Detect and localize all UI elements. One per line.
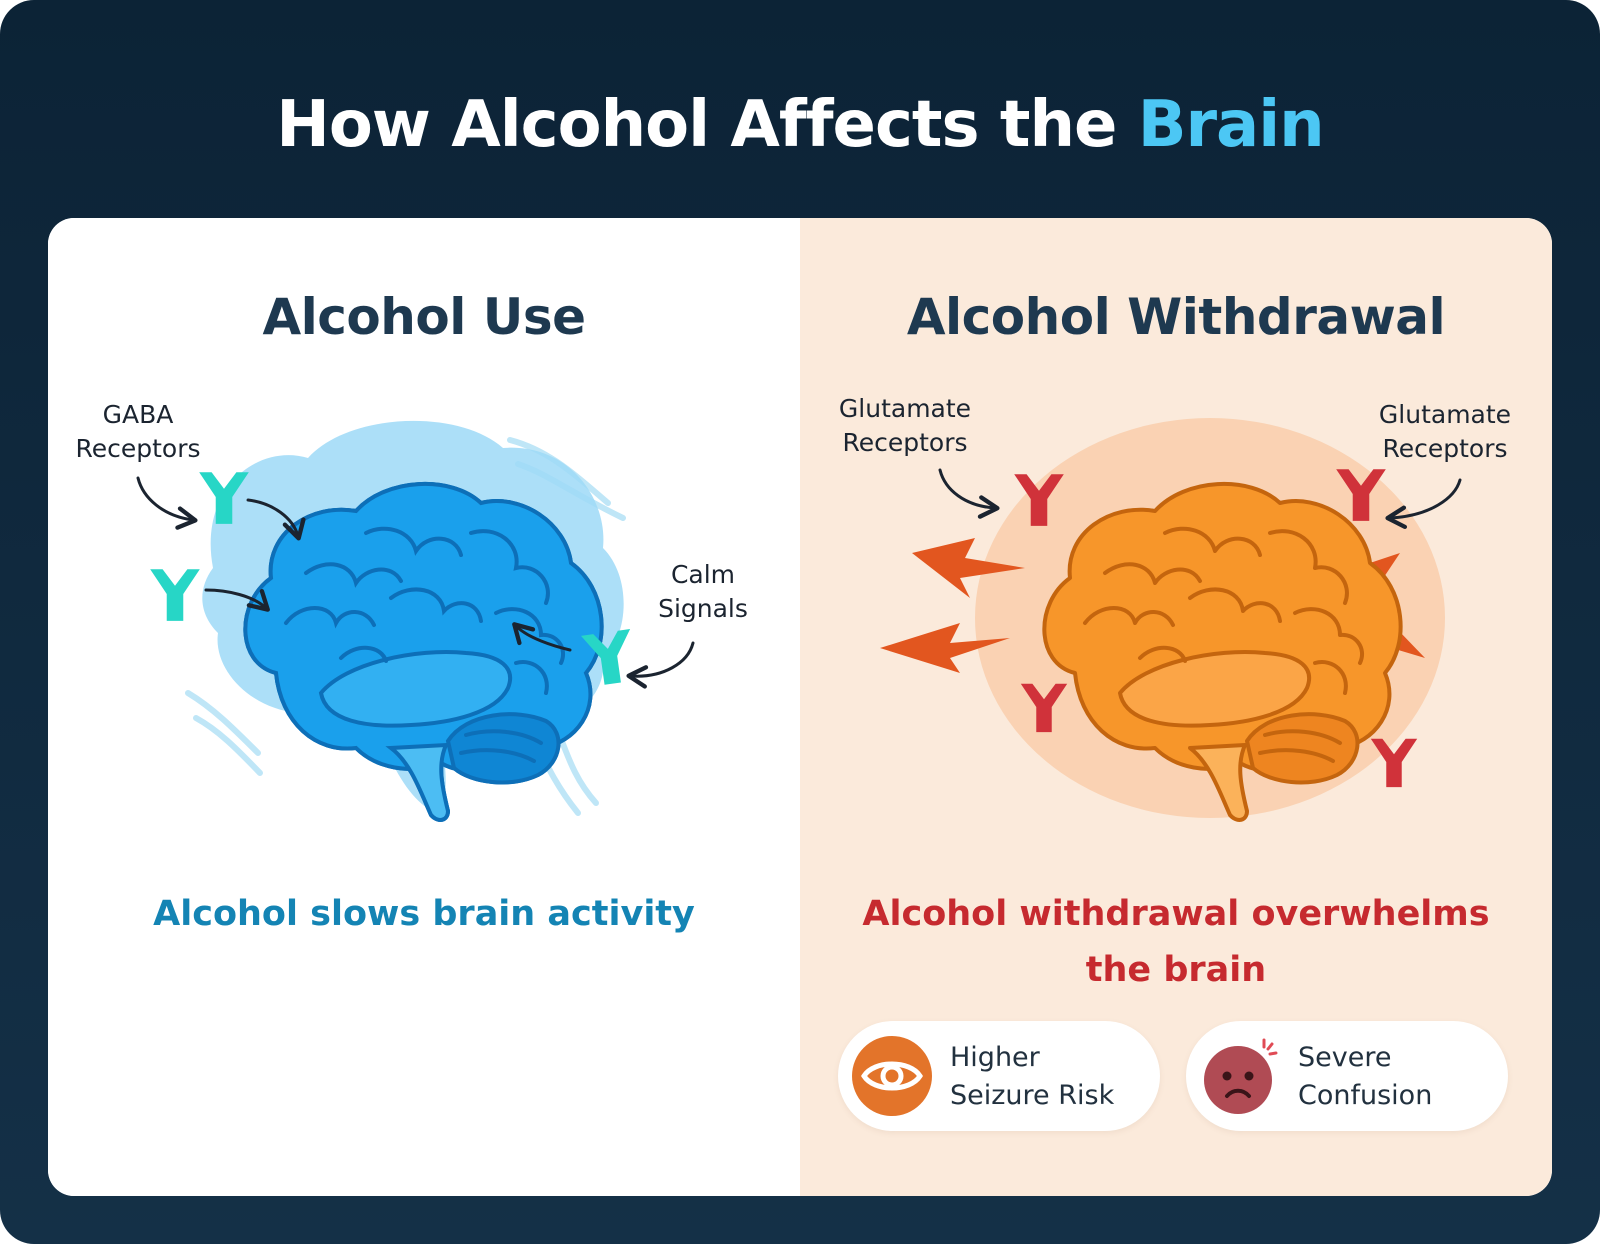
calm-brain-illustration [136,420,695,1196]
alcohol-use-panel: Alcohol Use [48,218,800,1196]
glutamate-receptors-right-label: Glutamate Receptors [1378,400,1512,463]
withdrawal-brain-icon [1042,481,1403,822]
title-highlight: Brain [1137,88,1325,162]
gaba-receptors-label: GABA Receptors [75,400,201,463]
alcohol-withdrawal-caption: Alcohol withdrawal overwhelms the brain [862,894,1490,990]
overwhelmed-brain-illustration [880,418,1462,822]
alcohol-withdrawal-panel: Alcohol Withdrawal [800,218,1552,1196]
eye-icon [852,1036,932,1116]
arrow-icons [136,476,695,689]
alcohol-use-caption: Alcohol slows brain activity [153,894,695,934]
alcohol-use-heading: Alcohol Use [262,288,586,346]
seizure-risk-text: Higher Seizure Risk [950,1042,1115,1111]
calm-signals-label: Calm Signals [658,560,748,623]
seizure-risk-pill: Higher Seizure Risk [838,1021,1160,1131]
comparison-card: Alcohol Use [48,218,1552,1196]
page-title: How Alcohol Affects the Brain [0,88,1600,162]
confused-face-icon [1204,1038,1278,1114]
severe-confusion-text: Severe Confusion [1298,1042,1433,1111]
severe-confusion-pill: Severe Confusion [1186,1021,1508,1131]
arrow-icons [938,468,1462,530]
alcohol-withdrawal-heading: Alcohol Withdrawal [906,288,1446,346]
title-text: How Alcohol Affects the [276,88,1138,162]
glutamate-receptors-left-label: Glutamate Receptors [838,394,972,457]
